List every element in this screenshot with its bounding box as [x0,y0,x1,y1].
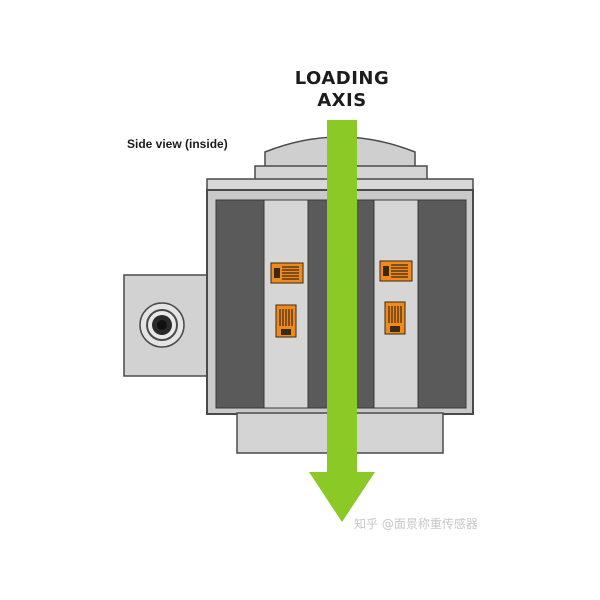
loading-axis-title-line2: AXIS [317,90,367,111]
strain-gauge-icon [384,301,406,335]
dark-panel-left [215,199,265,409]
loading-arrow-icon [309,120,375,522]
strain-gauge-icon [270,262,304,284]
loading-axis-title-line1: LOADING [294,68,390,89]
strain-gauge-icon [275,304,297,338]
light-strip-left [263,199,309,409]
view-label: Side view (inside) [127,137,228,151]
strain-gauge-icon [379,260,413,282]
watermark: 知乎 @面景称重传感器 [354,517,478,531]
mount-hole-icon [139,302,185,348]
dark-panel-right [417,199,467,409]
